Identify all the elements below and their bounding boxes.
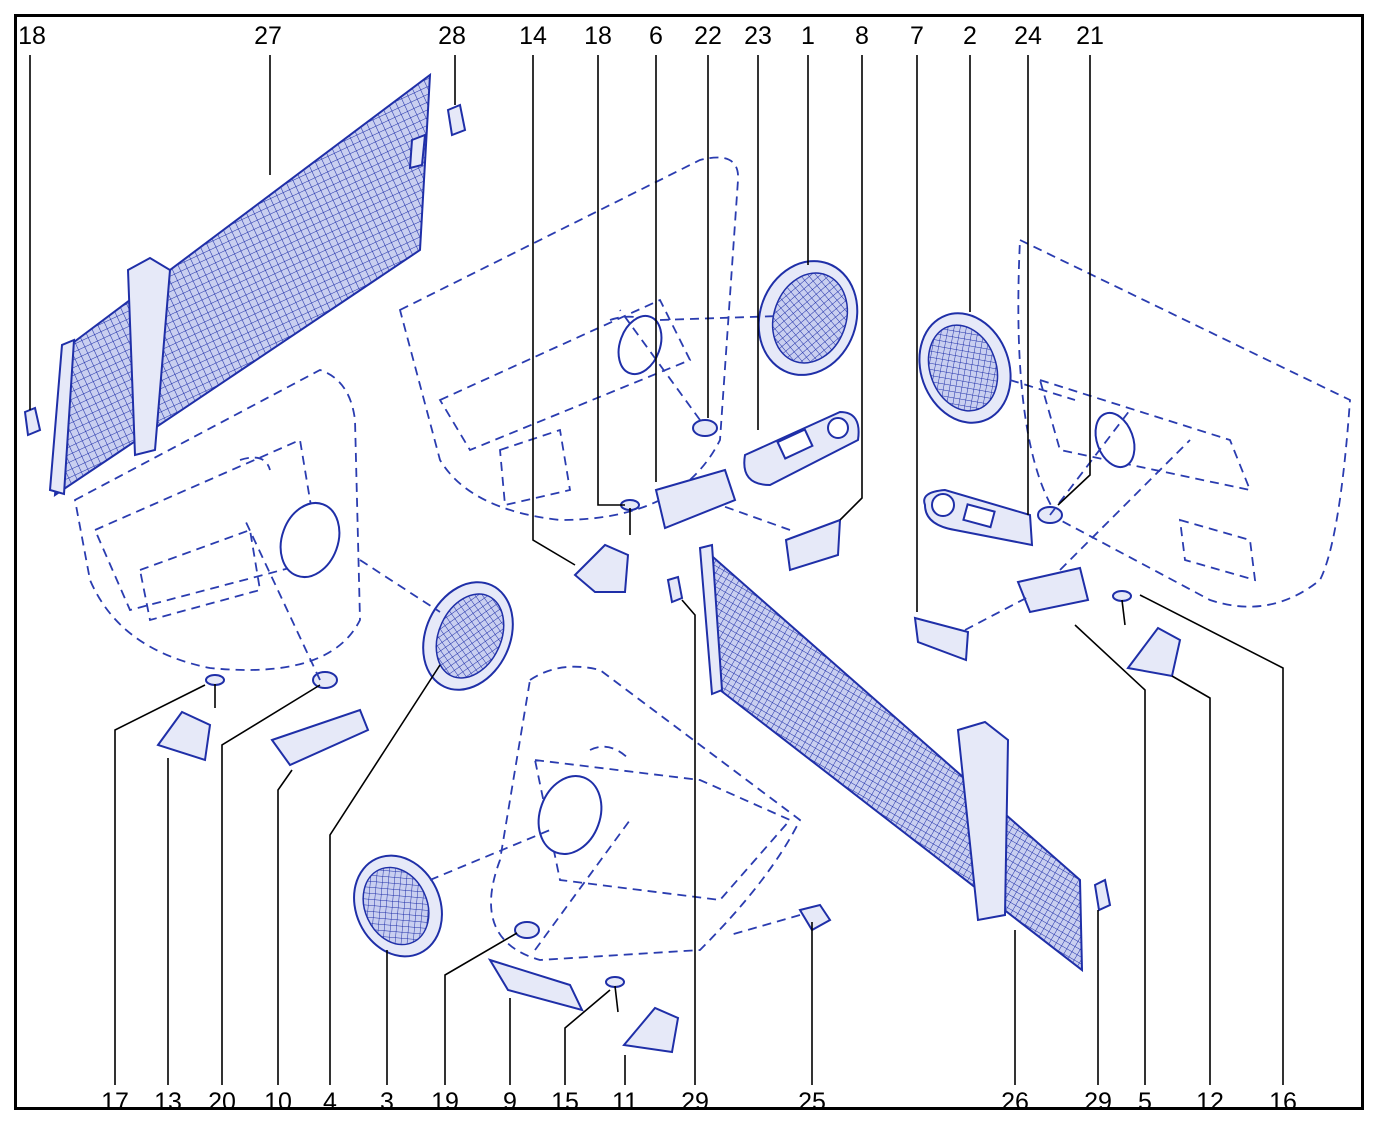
callout-bottom-12: 25	[798, 1088, 826, 1116]
callout-bottom-8: 9	[503, 1088, 517, 1116]
callout-bottom-7: 19	[431, 1088, 459, 1116]
speaker-front-left	[617, 314, 663, 376]
callout-bottom-3: 20	[208, 1088, 236, 1116]
callout-top-11: 7	[910, 22, 924, 50]
callout-top-8: 23	[744, 22, 772, 50]
callout-bottom-2: 13	[154, 1088, 182, 1116]
speaker-front-right	[1094, 411, 1136, 469]
clip-29-right	[1093, 878, 1112, 912]
callout-bottom-14: 29	[1084, 1088, 1112, 1116]
callout-bottom-13: 26	[1001, 1088, 1029, 1116]
door-panel-front-right	[1017, 238, 1351, 608]
bracket-11	[622, 1006, 680, 1054]
handle-cup-5	[1016, 566, 1090, 614]
switch-panel-10	[270, 708, 370, 767]
callout-top-4: 14	[519, 22, 547, 50]
clip-18-left	[23, 406, 42, 437]
bracket-12	[1126, 626, 1182, 678]
bracket-13	[156, 710, 212, 762]
speaker-grille-3	[353, 854, 443, 958]
callout-bottom-5: 4	[323, 1088, 337, 1116]
door-panel-rear-right-lower	[490, 665, 802, 961]
speaker-rear-left	[279, 502, 341, 578]
diagram-frame	[14, 14, 1364, 1110]
callout-bottom-6: 3	[380, 1088, 394, 1116]
clip-29-middle	[666, 575, 684, 604]
callout-bottom-4: 10	[264, 1088, 292, 1116]
handle-cup-9	[487, 958, 584, 1012]
switch-7	[913, 616, 970, 662]
callout-top-3: 28	[438, 22, 466, 50]
speaker-grille-1	[757, 260, 859, 376]
callout-top-10: 8	[855, 22, 869, 50]
callout-bottom-1: 17	[101, 1088, 129, 1116]
sunshade-27	[48, 72, 432, 498]
grommet-25	[798, 903, 832, 932]
callout-top-12: 2	[963, 22, 977, 50]
leader-lines	[29, 55, 1284, 1085]
callout-top-14: 21	[1076, 22, 1104, 50]
callout-top-5: 18	[584, 22, 612, 50]
callout-bottom-17: 16	[1269, 1088, 1297, 1116]
speaker-grille-2	[918, 312, 1012, 424]
callout-top-6: 6	[649, 22, 663, 50]
speaker-rear-right	[537, 775, 603, 855]
speaker-grille-4	[422, 581, 514, 691]
sunshade-26	[698, 543, 1084, 973]
switch-8	[784, 518, 842, 572]
cap-22	[692, 419, 718, 437]
bracket-14	[573, 543, 630, 593]
callout-bottom-11: 29	[681, 1088, 709, 1116]
callout-top-7: 22	[694, 22, 722, 50]
clip-28	[446, 103, 467, 137]
callout-top-13: 24	[1014, 22, 1042, 50]
callout-bottom-9: 15	[551, 1088, 579, 1116]
callout-top-2: 27	[254, 22, 282, 50]
screw-15	[605, 976, 625, 1013]
callout-bottom-16: 12	[1196, 1088, 1224, 1116]
switch-panel-23	[743, 410, 860, 487]
assembly-paths	[244, 309, 1191, 951]
switch-panel-24	[923, 488, 1034, 547]
door-panel-front-left	[398, 156, 739, 521]
callout-bottom-15: 5	[1138, 1088, 1152, 1116]
handle-cup-6	[654, 468, 737, 530]
callout-bottom-10: 11	[612, 1088, 638, 1116]
screw-16	[1112, 590, 1132, 626]
callout-top-9: 1	[801, 22, 815, 50]
cap-19	[514, 921, 540, 939]
callout-top-1: 18	[18, 22, 46, 50]
screw-17	[205, 674, 225, 708]
